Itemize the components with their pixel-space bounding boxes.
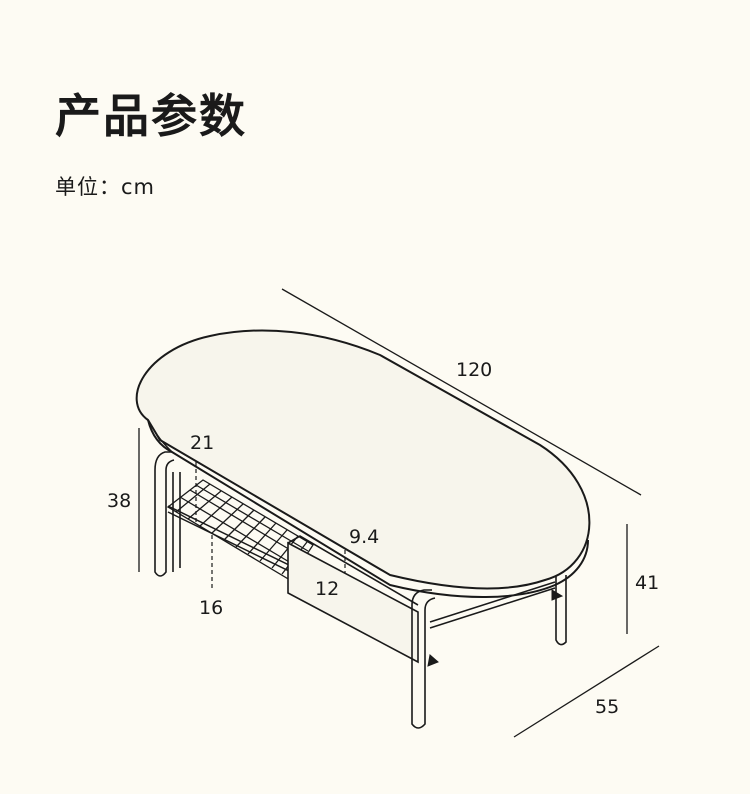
dim-label-shelf-height: 21 <box>190 432 214 454</box>
drawer <box>287 535 564 667</box>
dim-label-length: 120 <box>456 359 492 381</box>
page-title: 产品参数 <box>55 89 247 143</box>
tabletop <box>135 329 591 598</box>
dim-label-drawer-height: 12 <box>315 578 339 600</box>
dim-line-depth <box>513 645 660 738</box>
dim-label-shelf-clearance: 16 <box>199 597 223 619</box>
front-legs <box>154 451 436 729</box>
wire-shelf <box>166 479 314 581</box>
back-legs <box>172 472 567 646</box>
dim-label-height-right: 41 <box>635 572 659 594</box>
dim-label-depth: 55 <box>595 696 619 718</box>
dim-line-length <box>281 288 642 496</box>
unit-label: 单位：cm <box>55 175 156 199</box>
dim-label-drawer-depth: 9.4 <box>349 526 379 548</box>
dim-label-total-height: 38 <box>107 490 131 512</box>
